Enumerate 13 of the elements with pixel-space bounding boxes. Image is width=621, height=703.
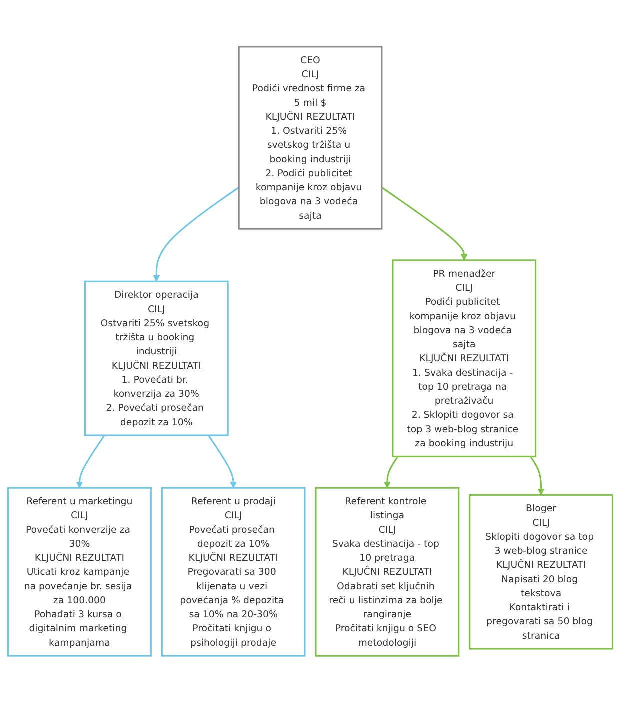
arrow bbox=[381, 186, 468, 261]
node-box: CEO CILJ Podići vrednost firme za 5 mil $ KLJUČNI REZULTATI 1. Ostvariti 25% svetskog tržišta u booking industriji 2. Podići publicitet kompanije kroz objavu blogova na 3 vodeća sajta bbox=[238, 46, 383, 230]
arrow bbox=[384, 456, 399, 488]
node-box: Bloger CILJ Sklopiti dogovor sa top 3 web-blog stranice KLJUČNI REZULTATI Napisati 20 blog tekstova Kontaktirati i pregovarati sa 50 blog stranica bbox=[469, 494, 614, 650]
arrow bbox=[530, 456, 545, 496]
node-box: Referent kontrole listinga CILJ Svaka destinacija - top 10 pretraga KLJUČNI REZULTATI Odabrati set ključnih reči u listinzima za bolje rangiranje Pročitati knjigu o SEO metodologiji bbox=[315, 487, 460, 657]
node-box: PR menadžer CILJ Podići publicitet kompanije kroz objavu blogova na 3 vodeća sajta KLJUČNI REZULTATI 1. Svaka destinacija - top 10 pretraga na pretraživaču 2. Sklopiti dogovor sa top 3 web-blog stranice za booking industriju bbox=[392, 260, 537, 458]
node-box: Referent u prodaji CILJ Povećati prosečan depozit za 10% KLJUČNI REZULTATI Pregovarati sa 300 klijenata u vezi povećanja % depozita sa 10% na 20-30% Pročitati knjigu o psihologiji prodaje bbox=[161, 487, 306, 657]
arrow bbox=[153, 186, 240, 282]
arrow bbox=[76, 435, 106, 488]
node-box: Direktor operacija CILJ Ostvariti 25% svetskog tržišta u booking industriji KLJUČNI REZULTATI 1. Povećati br. konverzija za 30% 2. Povećati prosečan depozit za 10% bbox=[84, 280, 229, 436]
node-box: Referent u marketingu CILJ Povećati konverzije za 30% KLJUČNI REZULTATI Uticati kroz kampanje na povećanje br. sesija za 100.000 Pohađati 3 kursa o digitalnim marketing kampanjama bbox=[8, 487, 152, 657]
arrow bbox=[208, 435, 238, 488]
